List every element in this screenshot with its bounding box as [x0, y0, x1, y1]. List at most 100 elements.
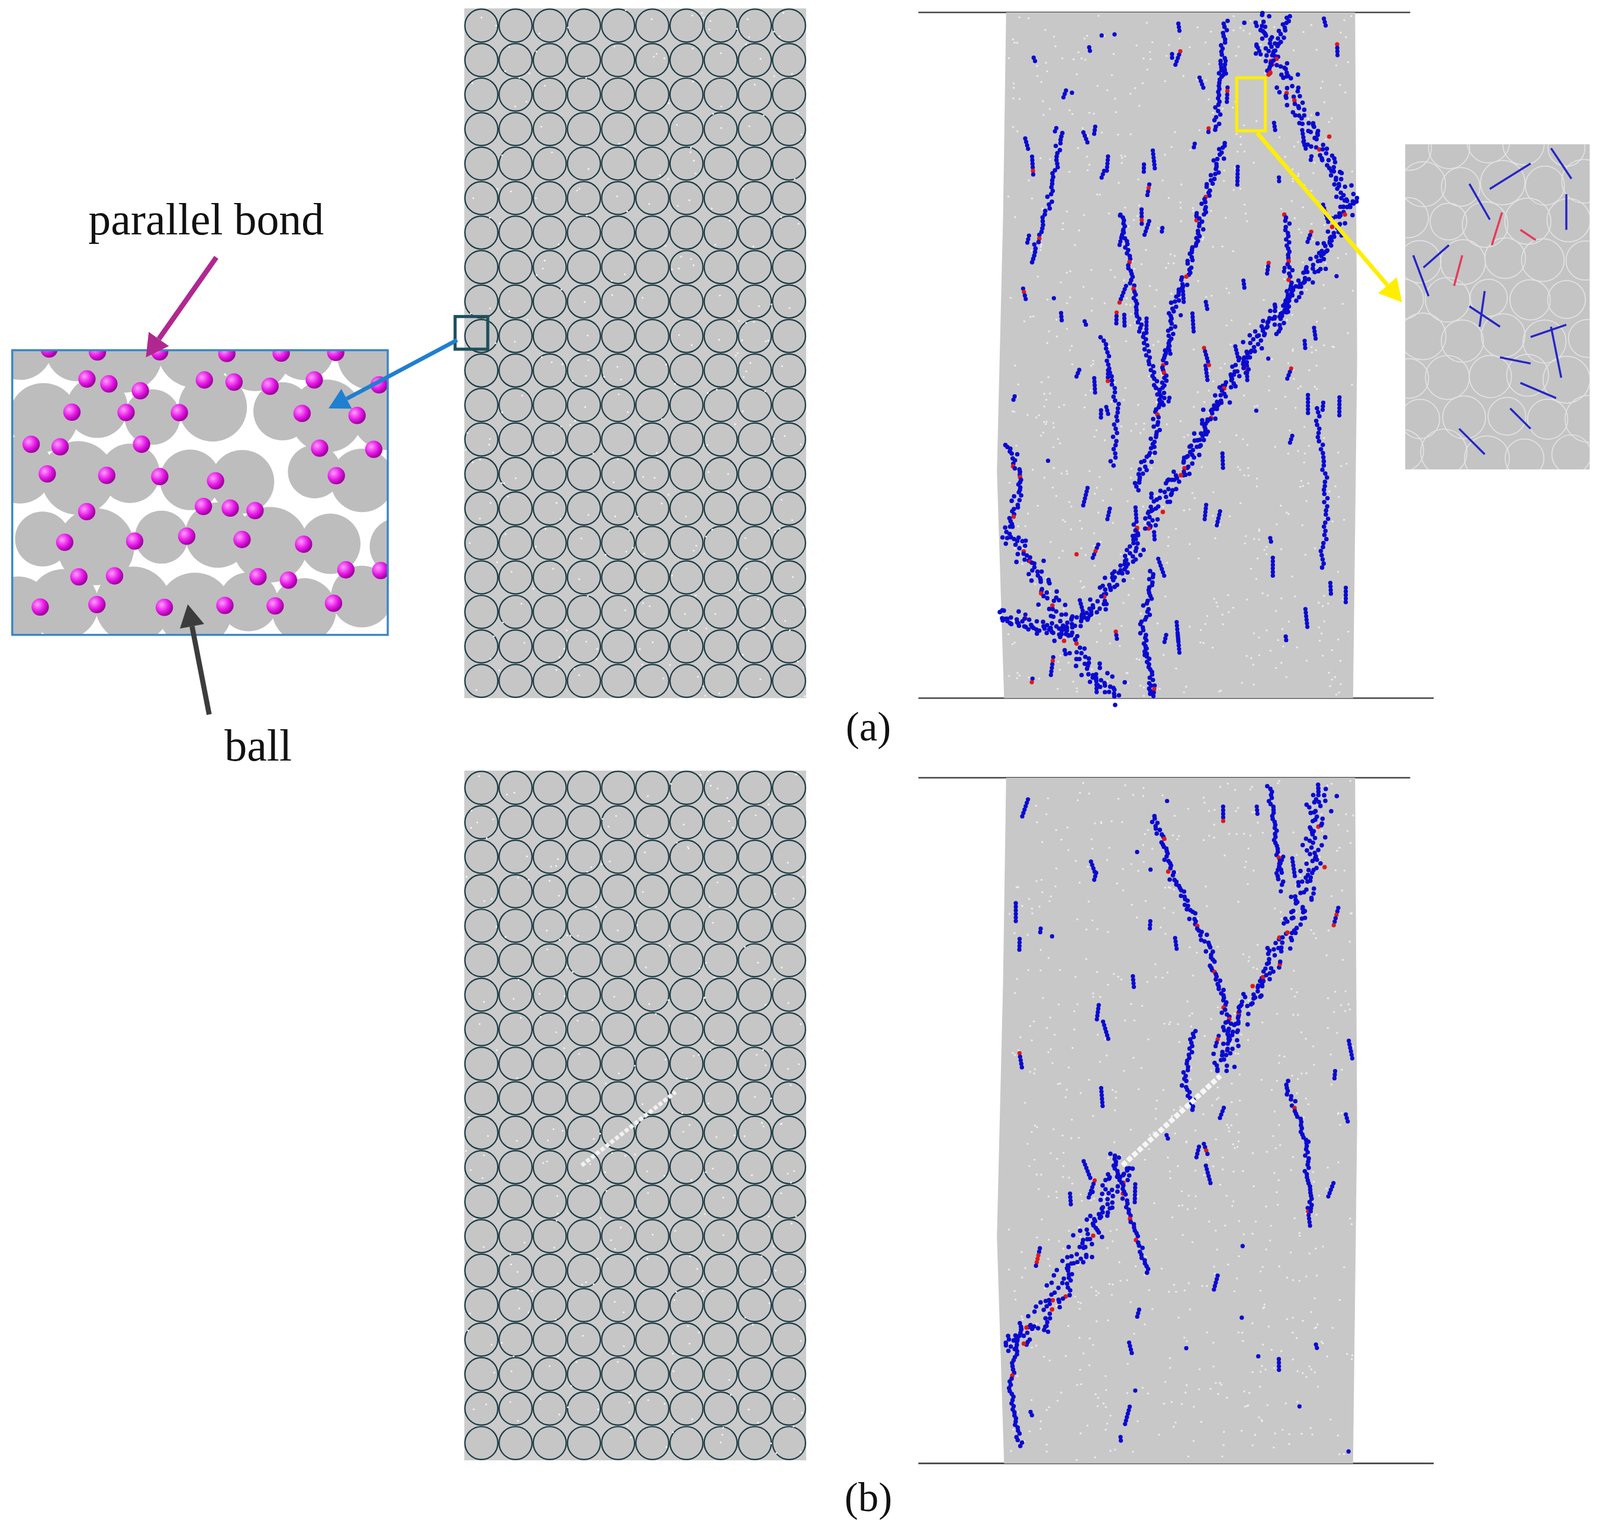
- parallel-bond-dot: [327, 343, 345, 362]
- pore-dot: [1142, 505, 1145, 508]
- pore-dot: [586, 214, 588, 217]
- grid-circle: [635, 457, 669, 491]
- pore-dot: [555, 501, 558, 504]
- pore-dot: [1237, 465, 1239, 468]
- pore-dot: [563, 648, 566, 650]
- pore-dot: [783, 435, 786, 437]
- pore-dot: [1339, 31, 1342, 34]
- grid-circle: [704, 1357, 738, 1392]
- pore-dot: [628, 1401, 631, 1404]
- pore-dot: [1213, 597, 1216, 600]
- grid-circle: [499, 285, 533, 319]
- grid-circle: [635, 595, 669, 629]
- grid-circle: [670, 526, 704, 560]
- pore-dot: [1073, 243, 1076, 246]
- grid-circle: [704, 561, 738, 595]
- pore-dot: [1044, 61, 1047, 64]
- grid-circle: [704, 457, 738, 491]
- pore-dot: [1061, 221, 1064, 224]
- pore-dot: [546, 948, 549, 951]
- pore-dot: [491, 818, 494, 821]
- pore-dot: [1338, 84, 1341, 86]
- grid-circle: [499, 805, 533, 839]
- pore-dot: [614, 515, 617, 518]
- grid-circle: [567, 1012, 601, 1046]
- grid-circle: [499, 771, 533, 805]
- pore-dot: [1170, 146, 1173, 148]
- pore-dot: [1337, 638, 1339, 641]
- grid-circle: [635, 840, 669, 874]
- grid-circle: [464, 147, 498, 181]
- grid-circle: [533, 840, 567, 874]
- pore-dot: [1174, 131, 1177, 134]
- pore-dot: [503, 482, 505, 485]
- grid-circle: [567, 181, 601, 215]
- grid-circle: [567, 874, 601, 909]
- pore-dot: [587, 168, 590, 170]
- parallel-bond-dot: [98, 467, 116, 485]
- pore-dot: [1199, 629, 1202, 632]
- pore-dot: [708, 28, 711, 31]
- grid-circle: [635, 1150, 669, 1184]
- pore-dot: [651, 1234, 654, 1236]
- pore-dot: [1018, 98, 1021, 101]
- pore-dot: [496, 561, 498, 563]
- grid-circle: [567, 1288, 601, 1322]
- grid-circle: [533, 1254, 567, 1288]
- pore-dot: [1310, 23, 1313, 26]
- grid-circle: [464, 1185, 498, 1219]
- micro-crack: [1285, 376, 1290, 381]
- pore-dot: [1068, 109, 1071, 112]
- pore-dot: [1305, 288, 1307, 291]
- micro-crack: [1145, 192, 1150, 198]
- parallel-bond-dot: [249, 568, 267, 586]
- grid-circle: [601, 840, 635, 874]
- grid-circle: [533, 1047, 567, 1081]
- pore-dot: [1055, 318, 1058, 321]
- pore-dot: [757, 1421, 759, 1424]
- pore-dot: [745, 322, 748, 324]
- pore-dot: [1196, 78, 1199, 81]
- pore-dot: [667, 102, 670, 105]
- pore-dot: [551, 151, 553, 154]
- pore-dot: [738, 319, 740, 322]
- pore-dot: [792, 575, 794, 578]
- grid-circle: [635, 423, 669, 457]
- grid-circle: [635, 874, 669, 909]
- grid-circle: [464, 1219, 498, 1254]
- grid-circle: [772, 1288, 806, 1322]
- pore-dot: [1155, 401, 1158, 404]
- pore-dot: [1042, 405, 1045, 408]
- pore-dot: [767, 803, 770, 806]
- pore-dot: [469, 1169, 472, 1171]
- micro-crack: [1023, 296, 1028, 301]
- pore-dot: [691, 47, 694, 50]
- pore-dot: [672, 1370, 675, 1373]
- pore-dot: [751, 1323, 754, 1326]
- grid-circle: [738, 491, 772, 526]
- pore-dot: [559, 517, 562, 520]
- pore-dot: [1239, 135, 1242, 138]
- pore-dot: [1095, 641, 1098, 643]
- pore-dot: [694, 1017, 697, 1020]
- pore-dot: [501, 154, 504, 157]
- pore-dot: [1066, 327, 1068, 330]
- pore-dot: [773, 30, 775, 33]
- grid-circle: [533, 1392, 567, 1426]
- pore-dot: [525, 100, 528, 103]
- pore-dot: [1231, 250, 1234, 253]
- pore-dot: [744, 1316, 746, 1319]
- pore-dot: [644, 851, 646, 854]
- pore-dot: [1016, 130, 1019, 133]
- pore-dot: [1235, 434, 1238, 437]
- pore-dot: [1077, 229, 1080, 232]
- pore-dot: [1287, 362, 1290, 365]
- pore-dot: [642, 601, 645, 604]
- grid-circle: [533, 388, 567, 422]
- pore-dot: [780, 1192, 782, 1194]
- micro-crack: [1264, 271, 1270, 276]
- pore-dot: [719, 1441, 722, 1444]
- pore-dot: [795, 773, 798, 776]
- pore-dot: [1052, 422, 1055, 424]
- pore-dot: [673, 1299, 676, 1302]
